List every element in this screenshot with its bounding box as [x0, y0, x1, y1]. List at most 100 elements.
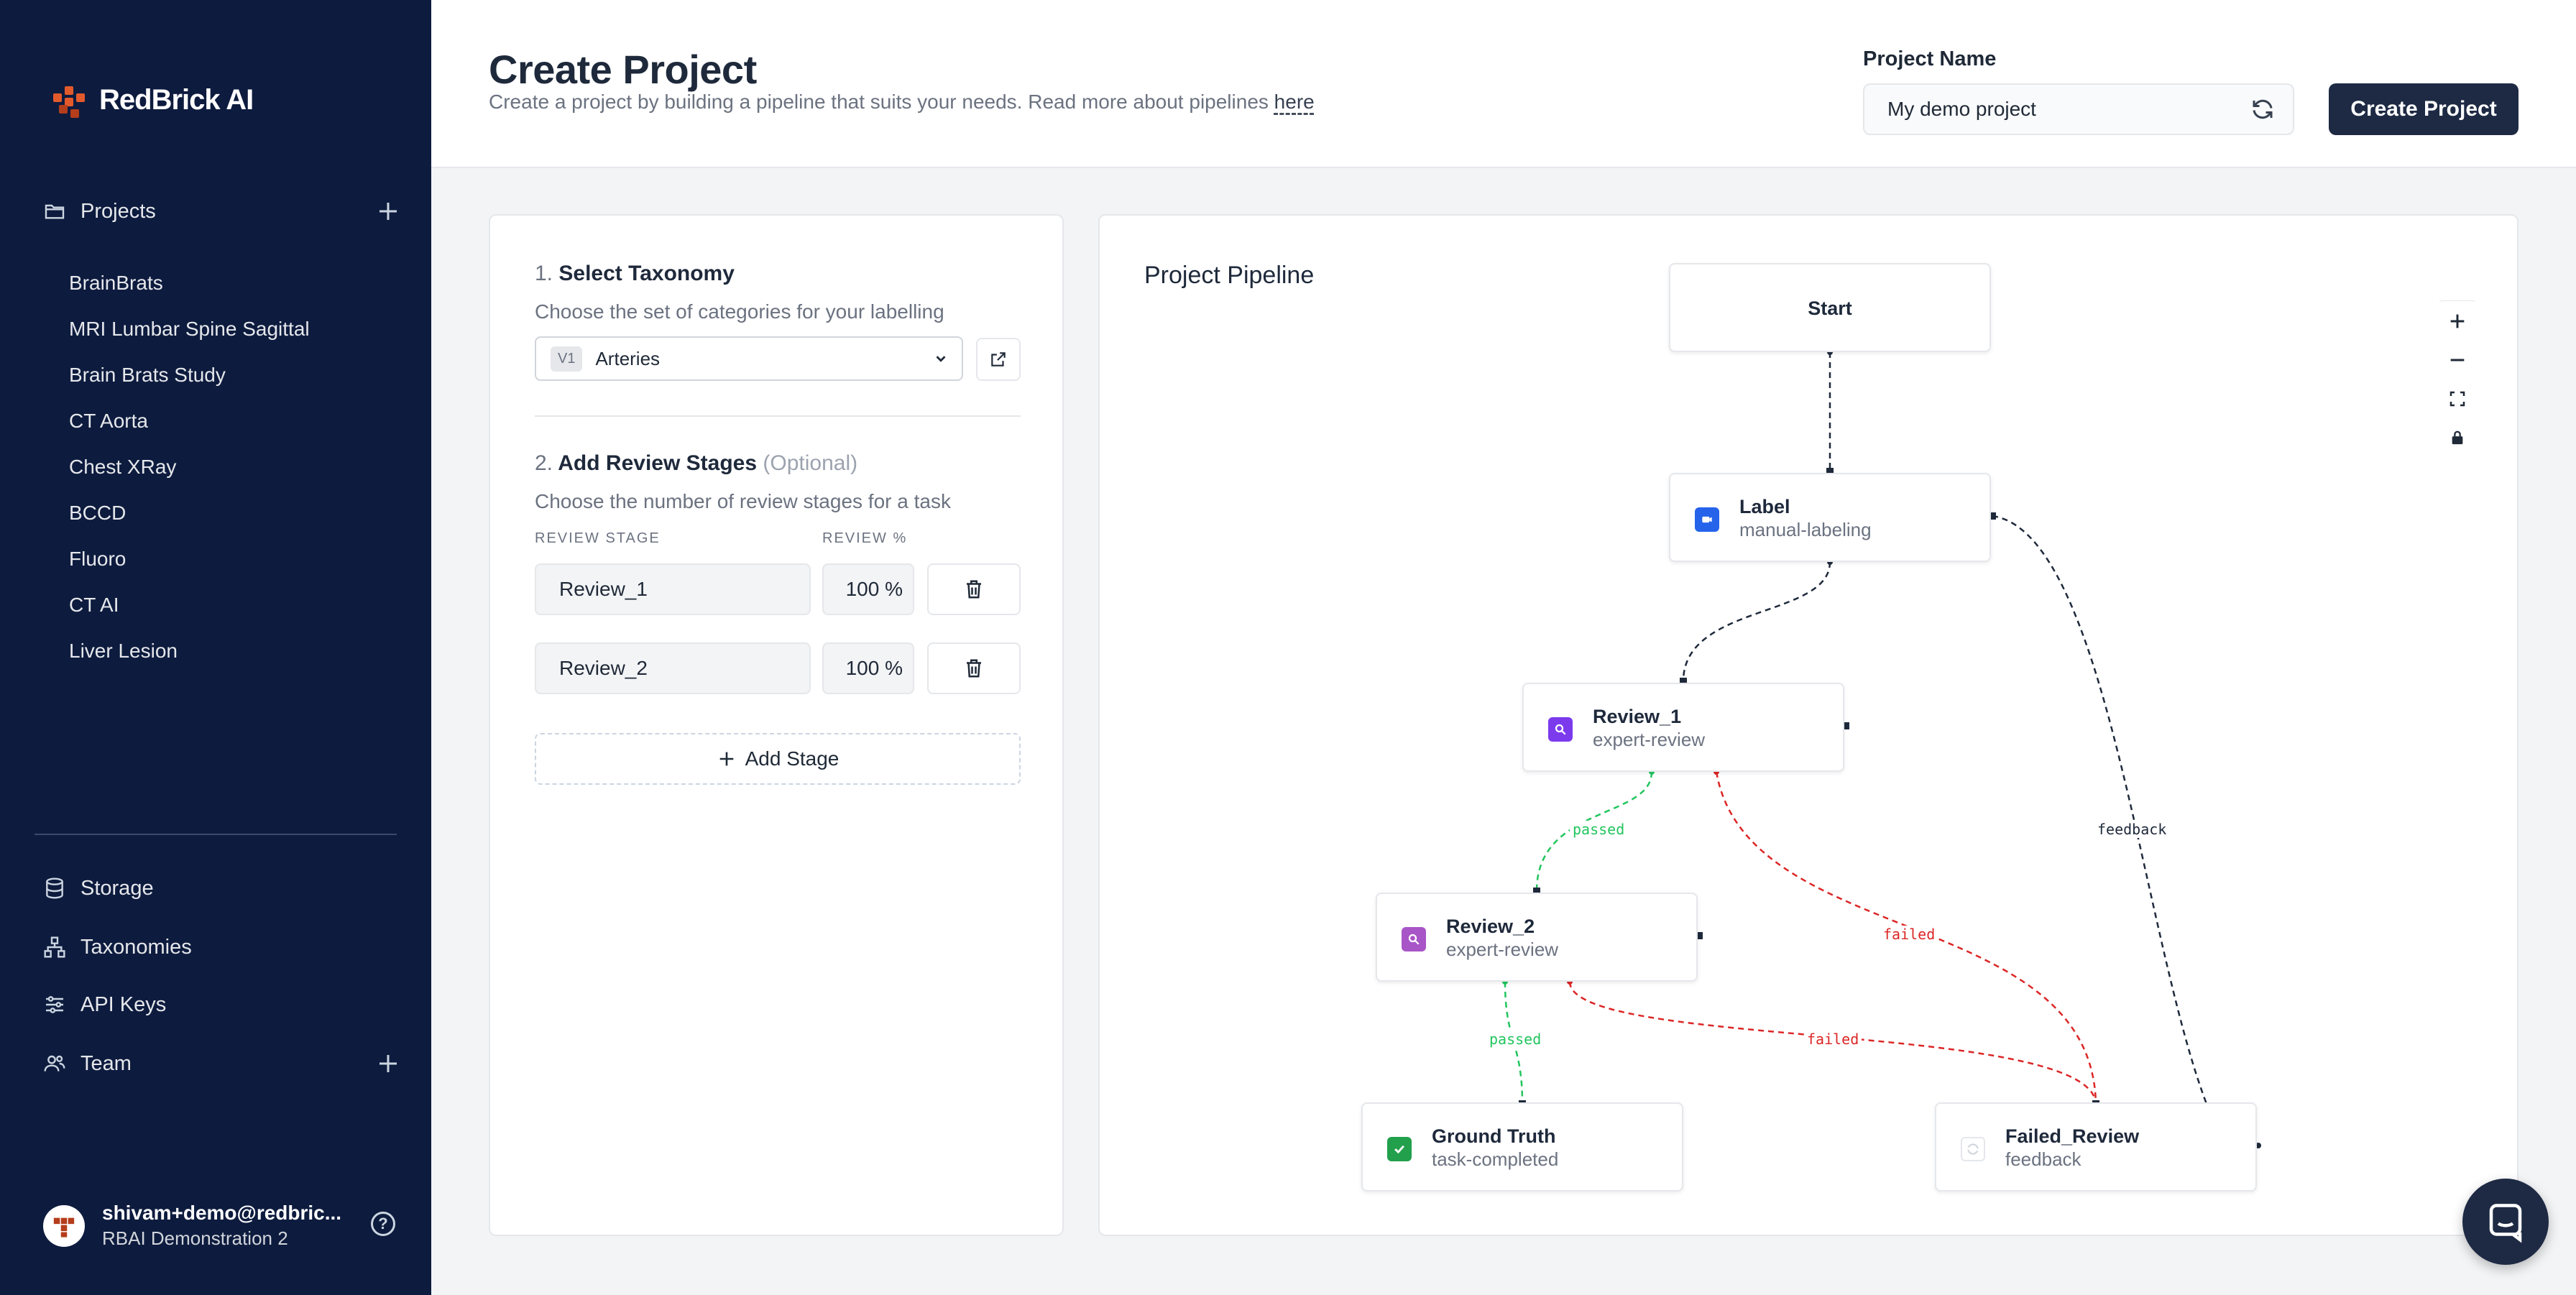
users-icon	[42, 1051, 68, 1077]
nav-api-keys-label: API Keys	[80, 992, 167, 1016]
zoom-out-button[interactable]	[2438, 341, 2477, 379]
edge-label-failed-feedback	[1992, 515, 2208, 1105]
user-profile[interactable]: shivam+demo@redbric... RBAI Demonstratio…	[43, 1202, 395, 1250]
nav-projects[interactable]: Projects	[42, 198, 401, 224]
sidebar-divider	[34, 834, 397, 835]
step-2-number: 2.	[535, 451, 553, 475]
project-item[interactable]: BCCD	[69, 502, 126, 524]
trash-icon	[967, 580, 981, 599]
lock-canvas-button[interactable]	[2438, 418, 2477, 457]
step-2-title-text: Add Review Stages	[558, 451, 758, 475]
add-stage-label: Add Stage	[745, 747, 840, 770]
project-item[interactable]: MRI Lumbar Spine Sagittal	[69, 318, 310, 340]
project-item[interactable]: Fluoro	[69, 548, 126, 570]
node-subtitle: feedback	[2005, 1148, 2082, 1170]
page-header: Create Project Create a project by build…	[431, 0, 2576, 168]
page-subtitle-text: Create a project by building a pipeline …	[489, 91, 1274, 113]
pipeline-node-review1[interactable]: Review_1 expert-review	[1522, 683, 1844, 772]
edge-label-passed: passed	[1486, 1031, 1545, 1048]
external-link-icon	[991, 352, 1006, 367]
support-chat-button[interactable]	[2462, 1179, 2549, 1265]
taxonomy-select[interactable]: V1 Arteries	[535, 336, 963, 381]
add-team-member-icon[interactable]	[375, 1051, 401, 1077]
zoom-in-button[interactable]	[2438, 302, 2477, 341]
project-item[interactable]: Brain Brats Study	[69, 364, 226, 386]
edge-label-failed: failed	[1880, 926, 1938, 943]
node-subtitle: task-completed	[1432, 1148, 1559, 1170]
pipeline-panel: Project Pipeline passed	[1098, 214, 2518, 1236]
node-title: Review_1	[1593, 706, 1682, 727]
refresh-icon[interactable]	[2250, 96, 2276, 122]
edge-label-feedback: feedback	[2094, 821, 2170, 838]
brand-name: RedBrick AI	[99, 83, 254, 116]
sidebar: RedBrick AI Projects BrainBrats MRI Lumb…	[0, 0, 431, 1295]
delete-stage-button[interactable]	[927, 563, 1021, 615]
delete-stage-button[interactable]	[927, 642, 1021, 694]
nav-taxonomies[interactable]: Taxonomies	[42, 934, 401, 960]
edge-label-passed: passed	[1570, 821, 1628, 838]
nav-api-keys[interactable]: API Keys	[42, 992, 401, 1018]
step-1-number: 1.	[535, 262, 553, 285]
add-project-icon[interactable]	[375, 198, 401, 224]
nav-team[interactable]: Team	[42, 1051, 401, 1077]
project-item[interactable]: Chest XRay	[69, 456, 177, 478]
avatar	[43, 1204, 85, 1247]
user-org: RBAI Demonstration 2	[102, 1227, 288, 1249]
project-name-input[interactable]	[1863, 83, 2294, 135]
step-2-title: 2. Add Review Stages (Optional)	[535, 451, 857, 476]
pipeline-node-ground-truth[interactable]: Ground Truth task-completed	[1361, 1102, 1683, 1192]
database-icon	[42, 875, 68, 901]
edge-label-review1	[1682, 561, 1831, 682]
nav-projects-label: Projects	[80, 199, 156, 223]
plus-icon	[719, 752, 733, 766]
feedback-stage-icon	[1961, 1137, 1985, 1161]
nav-storage[interactable]: Storage	[42, 875, 401, 901]
node-title: Review_2	[1446, 916, 1535, 937]
stage-name-input[interactable]	[535, 563, 811, 615]
col-header-review-pct: REVIEW %	[822, 530, 908, 546]
pipeline-node-failed-review[interactable]: Failed_Review feedback	[1935, 1102, 2257, 1192]
step-2-desc: Choose the number of review stages for a…	[535, 490, 951, 512]
col-header-review-stage: REVIEW STAGE	[535, 530, 661, 546]
step-1-desc: Choose the set of categories for your la…	[535, 300, 944, 323]
stage-pct-input[interactable]: 100 %	[822, 642, 914, 694]
redbrick-logo-icon	[53, 86, 85, 118]
page-subtitle: Create a project by building a pipeline …	[489, 91, 1315, 114]
label-stage-icon	[1695, 507, 1719, 532]
taxonomy-selected-value: Arteries	[595, 347, 661, 369]
pipelines-docs-link[interactable]: here	[1274, 91, 1315, 113]
review-stage-icon	[1402, 927, 1426, 951]
lock-icon	[2452, 430, 2463, 445]
stage-pct-input[interactable]: 100 %	[822, 563, 914, 615]
step-1-title: 1. Select Taxonomy	[535, 262, 735, 286]
help-icon[interactable]: ?	[371, 1212, 395, 1236]
chat-icon	[2489, 1204, 2522, 1243]
project-item[interactable]: BrainBrats	[69, 272, 163, 294]
project-name-label: Project Name	[1863, 47, 1997, 70]
brand-logo[interactable]: RedBrick AI	[50, 80, 254, 119]
review-stage-icon	[1548, 717, 1573, 742]
node-title: Start	[1808, 298, 1852, 319]
check-square-icon	[1387, 1137, 1412, 1161]
open-taxonomy-button[interactable]	[976, 338, 1021, 381]
edge-label-failed: failed	[1804, 1031, 1862, 1048]
sliders-icon	[42, 992, 68, 1018]
fit-view-button[interactable]	[2438, 379, 2477, 418]
minus-icon	[2450, 359, 2465, 361]
pipeline-node-review2[interactable]: Review_2 expert-review	[1376, 893, 1698, 982]
stage-name-input[interactable]	[535, 642, 811, 694]
fullscreen-icon	[2450, 391, 2465, 407]
project-item[interactable]: CT Aorta	[69, 410, 148, 432]
node-title: Label	[1739, 496, 1790, 517]
pipeline-node-start[interactable]: Start	[1669, 263, 1991, 352]
user-email: shivam+demo@redbric...	[102, 1202, 342, 1224]
step-1-title-text: Select Taxonomy	[558, 262, 735, 285]
step-2-optional: (Optional)	[763, 451, 858, 475]
section-divider	[535, 415, 1021, 417]
add-stage-button[interactable]: Add Stage	[535, 733, 1021, 785]
pipeline-node-label[interactable]: Label manual-labeling	[1669, 473, 1991, 562]
project-item[interactable]: Liver Lesion	[69, 640, 178, 662]
project-item[interactable]: CT AI	[69, 594, 119, 616]
nav-taxonomies-label: Taxonomies	[80, 935, 192, 959]
create-project-button[interactable]: Create Project	[2329, 83, 2518, 135]
